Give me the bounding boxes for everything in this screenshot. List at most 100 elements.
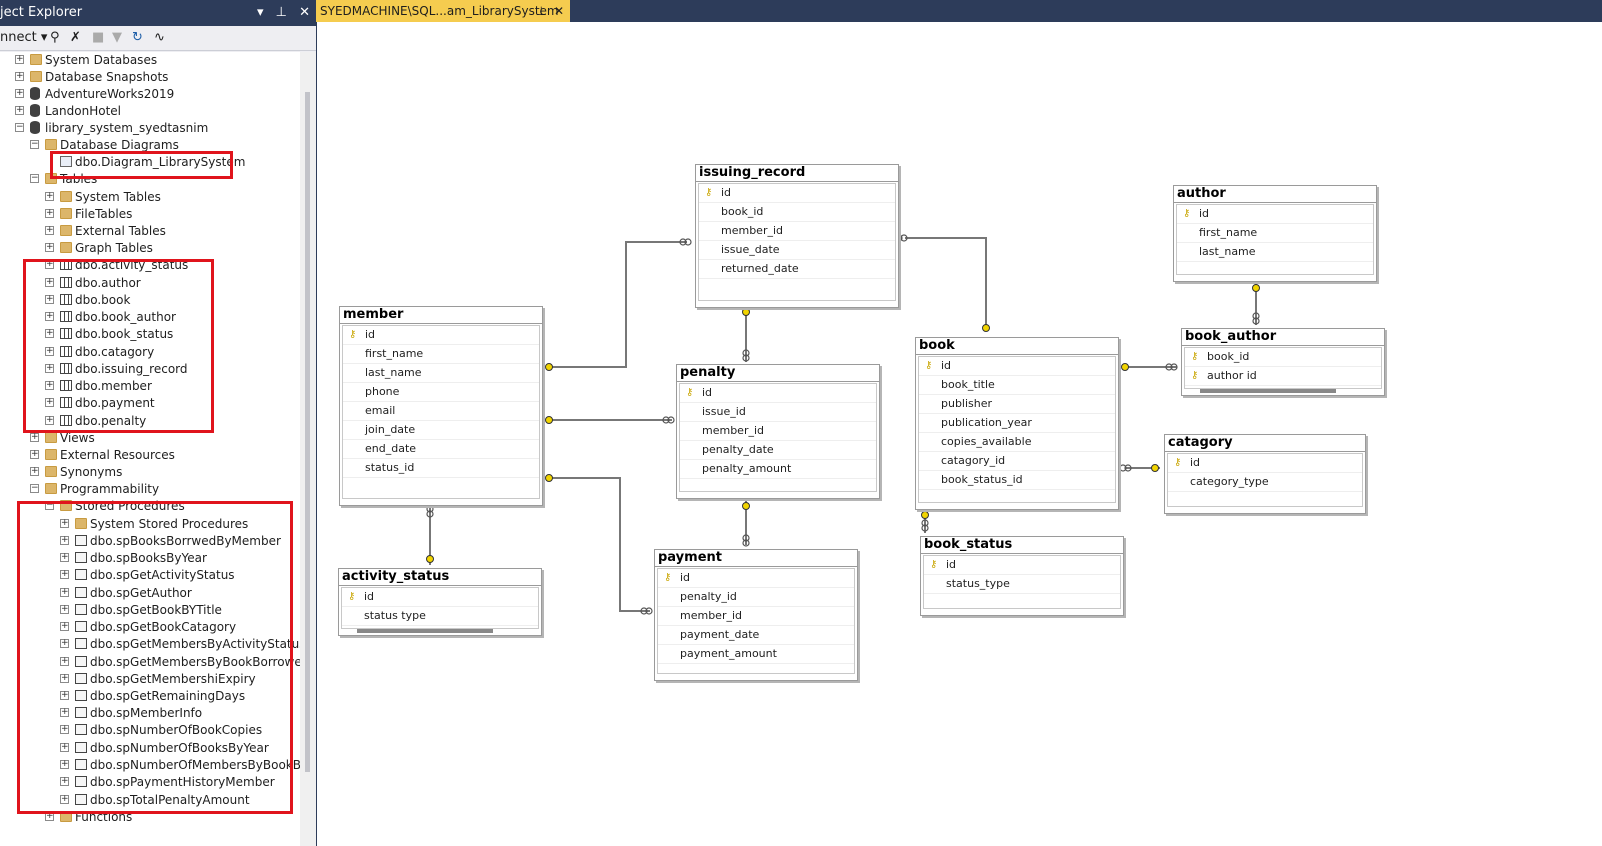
column-row[interactable]: book_status_id (919, 471, 1115, 490)
tree-node[interactable]: −Programmability (0, 481, 300, 498)
table-header[interactable]: book (916, 338, 1118, 355)
tree-node[interactable]: +dbo.spGetActivityStatus (0, 567, 300, 584)
column-row[interactable]: ⚷id (680, 384, 876, 403)
tree-node[interactable]: +Synonyms (0, 464, 300, 481)
column-row[interactable]: book_title (919, 376, 1115, 395)
tree-node[interactable]: +dbo.member (0, 378, 300, 395)
tree-scrollbar[interactable] (300, 52, 316, 846)
column-row[interactable]: catagory_id (919, 452, 1115, 471)
expand-icon[interactable]: + (15, 71, 24, 81)
tree-node[interactable]: +dbo.spGetBookBYTitle (0, 602, 300, 619)
column-row[interactable]: copies_available (919, 433, 1115, 452)
column-row[interactable]: ⚷id (342, 588, 538, 607)
expand-icon[interactable]: + (45, 397, 54, 407)
expand-icon[interactable]: + (60, 656, 69, 666)
table-header[interactable]: payment (655, 550, 857, 567)
tab-diagram[interactable]: SYEDMACHINE\SQL...am_LibrarySystem ⊥ ✕ (316, 0, 570, 22)
expand-icon[interactable]: + (45, 311, 54, 321)
expand-icon[interactable]: + (60, 535, 69, 545)
column-row[interactable]: last_name (1177, 243, 1373, 262)
column-row[interactable]: publication_year (919, 414, 1115, 433)
expand-icon[interactable]: + (60, 794, 69, 804)
column-row[interactable]: penalty_date (680, 441, 876, 460)
tree-node[interactable]: +dbo.payment (0, 395, 300, 412)
expand-icon[interactable]: + (60, 673, 69, 683)
column-row[interactable]: ⚷id (658, 569, 854, 588)
column-row[interactable]: phone (343, 383, 539, 402)
tree-node[interactable]: +dbo.spTotalPenaltyAmount (0, 792, 300, 809)
column-row[interactable]: ⚷id (1177, 205, 1373, 224)
expand-icon[interactable]: + (45, 415, 54, 425)
collapse-icon[interactable]: − (30, 483, 39, 493)
expand-icon[interactable]: + (15, 88, 24, 98)
column-row[interactable]: first_name (1177, 224, 1373, 243)
table-header[interactable]: catagory (1165, 435, 1365, 452)
column-row[interactable]: payment_date (658, 626, 854, 645)
column-row[interactable]: member_id (658, 607, 854, 626)
tree-node[interactable]: +dbo.book_status (0, 326, 300, 343)
collapse-icon[interactable]: − (15, 122, 24, 132)
column-row[interactable]: publisher (919, 395, 1115, 414)
table-header[interactable]: issuing_record (696, 165, 898, 182)
expand-icon[interactable]: + (30, 432, 39, 442)
expand-icon[interactable]: + (60, 690, 69, 700)
table-header[interactable]: book_status (921, 537, 1123, 554)
tree-node[interactable]: +dbo.author (0, 275, 300, 292)
tree-node[interactable]: +dbo.spNumberOfMembersByBookBorr (0, 757, 300, 774)
collapse-icon[interactable]: − (30, 139, 39, 149)
tree-node[interactable]: +System Tables (0, 189, 300, 206)
column-row[interactable]: status type (342, 607, 538, 626)
expand-icon[interactable]: + (45, 208, 54, 218)
connect-plug-icon[interactable]: ⚲ (50, 30, 60, 45)
column-row[interactable]: returned_date (699, 260, 895, 279)
tree-node[interactable]: +System Databases (0, 52, 300, 69)
table-hscroll[interactable] (357, 629, 493, 633)
column-row[interactable]: category_type (1168, 473, 1362, 492)
column-row[interactable]: issue_date (699, 241, 895, 260)
expand-icon[interactable]: + (60, 776, 69, 786)
expand-icon[interactable]: + (60, 587, 69, 597)
tree-node[interactable]: +LandonHotel (0, 103, 300, 120)
stop-icon[interactable]: ■ (92, 30, 105, 45)
column-row[interactable]: book_id (699, 203, 895, 222)
tree-node[interactable]: +dbo.book (0, 292, 300, 309)
tree-node[interactable]: +System Stored Procedures (0, 516, 300, 533)
tree-node[interactable]: +dbo.spBooksByYear (0, 550, 300, 567)
column-row[interactable]: issue_id (680, 403, 876, 422)
tree-node[interactable]: +dbo.spNumberOfBookCopies (0, 722, 300, 739)
expand-icon[interactable]: + (60, 742, 69, 752)
expand-icon[interactable]: + (60, 518, 69, 528)
tree-scrollbar-thumb[interactable] (305, 92, 310, 772)
expand-icon[interactable]: + (60, 707, 69, 717)
tree-node[interactable]: +Database Snapshots (0, 69, 300, 86)
disconnect-icon[interactable]: ✗ (70, 30, 81, 45)
expand-icon[interactable]: + (60, 569, 69, 579)
tree-node[interactable]: +dbo.spGetMembershiExpiry (0, 671, 300, 688)
expand-icon[interactable]: + (60, 552, 69, 562)
column-row[interactable]: ⚷id (1168, 454, 1362, 473)
expand-icon[interactable]: + (45, 294, 54, 304)
column-row[interactable]: penalty_id (658, 588, 854, 607)
column-row[interactable]: last_name (343, 364, 539, 383)
column-row[interactable]: ⚷id (699, 184, 895, 203)
tree-node[interactable]: +dbo.book_author (0, 309, 300, 326)
refresh-icon[interactable]: ↻ (132, 30, 143, 45)
expand-icon[interactable]: + (60, 638, 69, 648)
dropdown-icon[interactable]: ▾ (256, 5, 264, 20)
expand-icon[interactable]: + (45, 363, 54, 373)
expand-icon[interactable]: + (45, 191, 54, 201)
table-header[interactable]: penalty (677, 365, 879, 382)
tree-node[interactable]: +dbo.spBooksBorrwedByMember (0, 533, 300, 550)
collapse-icon[interactable]: − (30, 173, 39, 183)
column-row[interactable]: end_date (343, 440, 539, 459)
expand-icon[interactable]: + (45, 346, 54, 356)
expand-icon[interactable]: + (45, 225, 54, 235)
